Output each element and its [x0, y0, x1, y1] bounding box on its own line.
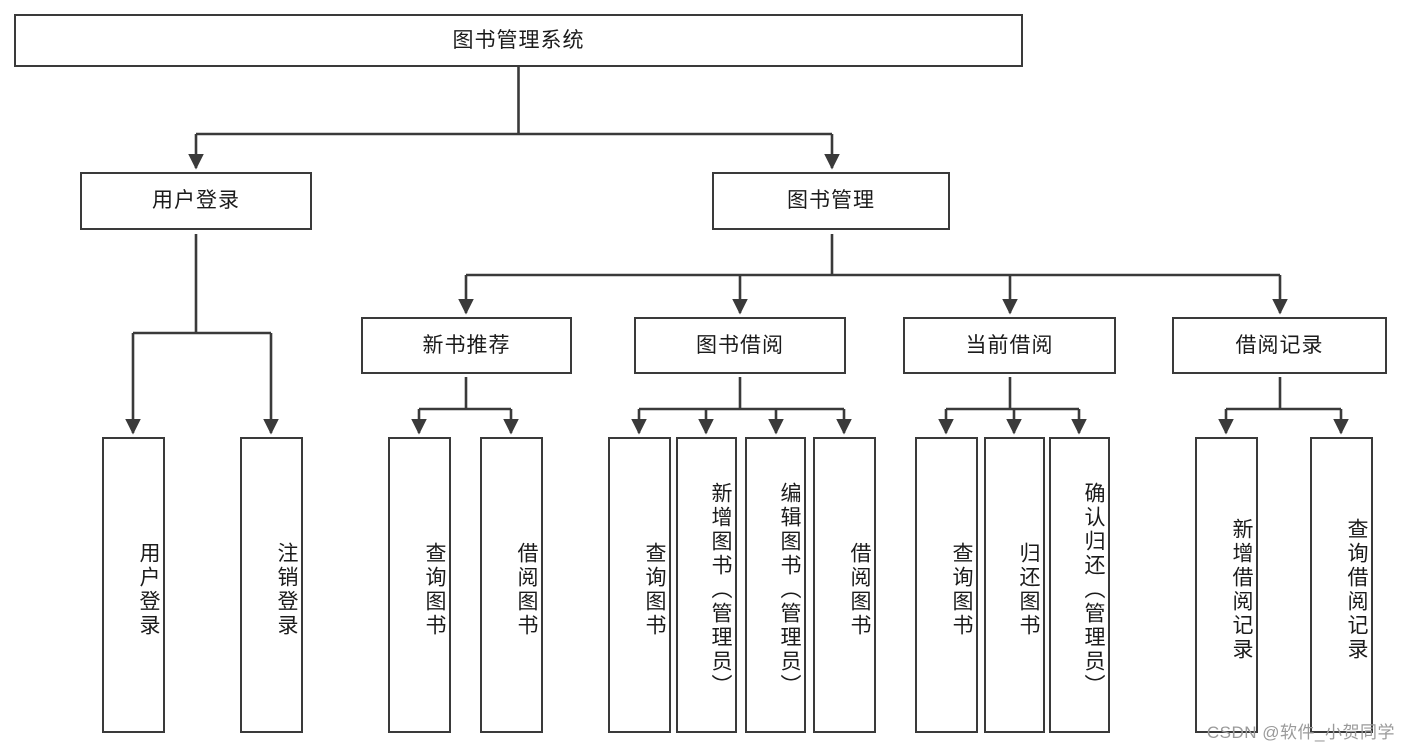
node-borrow-record-label: 借阅记录	[1235, 333, 1324, 357]
node-current-borrow-label: 当前借阅	[965, 333, 1054, 357]
leaf-query-book-recommend-label: 查询图书	[423, 542, 446, 638]
leaf-query-borrow-record-label: 查询借阅记录	[1345, 518, 1368, 662]
node-book-borrow-label: 图书借阅	[696, 333, 784, 357]
leaf-borrow-book-recommend-label: 借阅图书	[515, 542, 538, 638]
leaf-confirm-return-admin-label: 确认归还（管理员）	[1082, 482, 1105, 698]
node-new-book-recommend[interactable]: 新书推荐	[361, 317, 572, 374]
leaf-add-borrow-record[interactable]: 新增借阅记录	[1195, 437, 1258, 733]
leaf-query-book-current[interactable]: 查询图书	[915, 437, 978, 733]
node-new-book-recommend-label: 新书推荐	[422, 333, 511, 357]
leaf-query-book-borrow-label: 查询图书	[643, 542, 666, 638]
leaf-add-book-admin-label: 新增图书（管理员）	[709, 482, 732, 698]
leaf-query-book-borrow[interactable]: 查询图书	[608, 437, 671, 733]
leaf-logout-label: 注销登录	[275, 542, 298, 638]
leaf-logout[interactable]: 注销登录	[240, 437, 303, 733]
leaf-query-book-current-label: 查询图书	[950, 542, 973, 638]
leaf-return-book-label: 归还图书	[1017, 542, 1040, 638]
leaf-return-book[interactable]: 归还图书	[984, 437, 1045, 733]
leaf-borrow-book[interactable]: 借阅图书	[813, 437, 876, 733]
leaf-query-borrow-record[interactable]: 查询借阅记录	[1310, 437, 1373, 733]
node-user-login[interactable]: 用户登录	[80, 172, 312, 230]
leaf-edit-book-admin[interactable]: 编辑图书（管理员）	[745, 437, 806, 733]
leaf-edit-book-admin-label: 编辑图书（管理员）	[778, 482, 801, 698]
node-root[interactable]: 图书管理系统	[14, 14, 1023, 67]
node-user-login-label: 用户登录	[152, 189, 240, 213]
leaf-borrow-book-label: 借阅图书	[848, 542, 871, 638]
node-current-borrow[interactable]: 当前借阅	[903, 317, 1116, 374]
leaf-confirm-return-admin[interactable]: 确认归还（管理员）	[1049, 437, 1110, 733]
node-borrow-record[interactable]: 借阅记录	[1172, 317, 1387, 374]
node-book-management[interactable]: 图书管理	[712, 172, 950, 230]
leaf-add-book-admin[interactable]: 新增图书（管理员）	[676, 437, 737, 733]
node-root-label: 图书管理系统	[452, 28, 585, 52]
leaf-user-login[interactable]: 用户登录	[102, 437, 165, 733]
leaf-add-borrow-record-label: 新增借阅记录	[1230, 518, 1253, 662]
leaf-borrow-book-recommend[interactable]: 借阅图书	[480, 437, 543, 733]
leaf-query-book-recommend[interactable]: 查询图书	[388, 437, 451, 733]
node-book-borrow[interactable]: 图书借阅	[634, 317, 846, 374]
node-book-management-label: 图书管理	[787, 189, 875, 213]
leaf-user-login-label: 用户登录	[137, 542, 160, 638]
